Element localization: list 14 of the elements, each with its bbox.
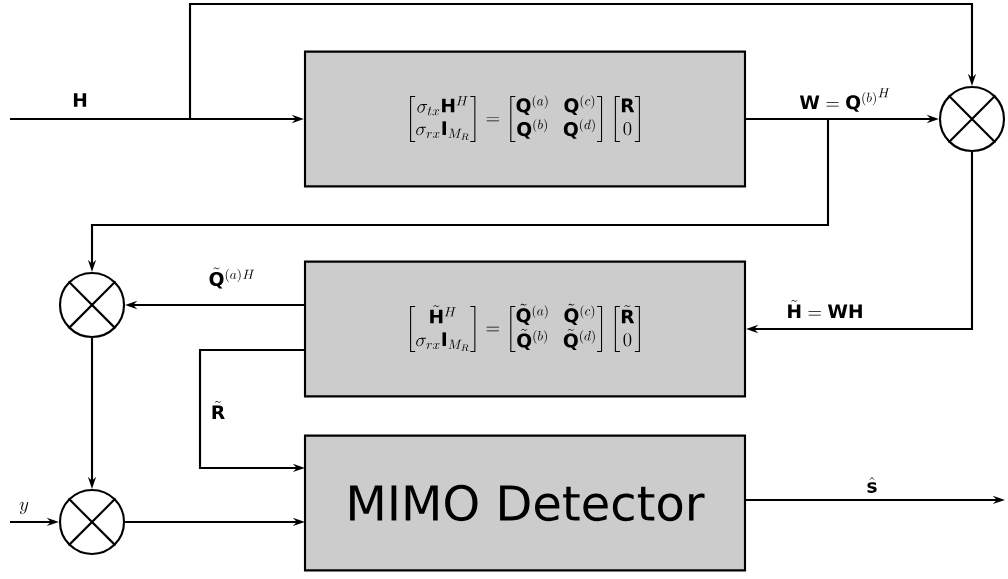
edge-label: $\mathbf{H}$ [73,93,87,107]
edge-label: $\tilde{\mathbf{H}} = \mathbf{W}\mathbf{H}$ [788,299,862,319]
edge-label: $\hat{\mathbf{s}}$ [867,477,877,493]
multiplier-circle [938,85,1006,153]
edge-label: $\tilde{\mathbf{R}}$ [212,400,225,420]
edge-label: $\tilde{\mathbf{Q}}^{(a)}{}^{H}$ [209,267,255,289]
equation-box: $\begin{bmatrix}\tilde{\mathbf{H}}^H\\ \sigma_{rx}\mathbf{I}_{M_R}\end{bmatrix} = \begin{bmatrix}\mathord{\tilde{\mathbf{Q}}}^{(a)} & \mathord{\tilde{\mathbf{Q}}}^{(c)}\\ \mathord{\tilde{\mathbf{Q}}}^{(b)} & \mathord{\tilde{\mathbf{Q}}}^{(d)}\end{bmatrix}\begin{bmatrix}\tilde{\mathbf{R}}\\ 0\end{bmatrix}$ [303,260,747,398]
edge-label: $\mathbf{W} = \mathord{\mathbf{Q}^{(b)}}^H$ [799,88,890,112]
multiplier-circle [58,271,126,339]
equation-box: $\begin{bmatrix}\sigma_{tx}\mathbf{H}^H\\ \sigma_{rx}\mathbf{I}_{M_R}\end{bmatrix} = \begin{bmatrix}\mathbf{Q}^{(a)} & \mathbf{Q}^{(c)}\\ \mathbf{Q}^{(b)} & \mathbf{Q}^{(d)}\end{bmatrix}\begin{bmatrix}\mathbf{R}\\ 0\end{bmatrix}$ [303,50,747,188]
edge-label: $y$ [19,501,29,515]
multiplier-circle [58,488,126,556]
arrow [188,2,977,119]
detector-box: MIMO Detector [303,434,747,572]
